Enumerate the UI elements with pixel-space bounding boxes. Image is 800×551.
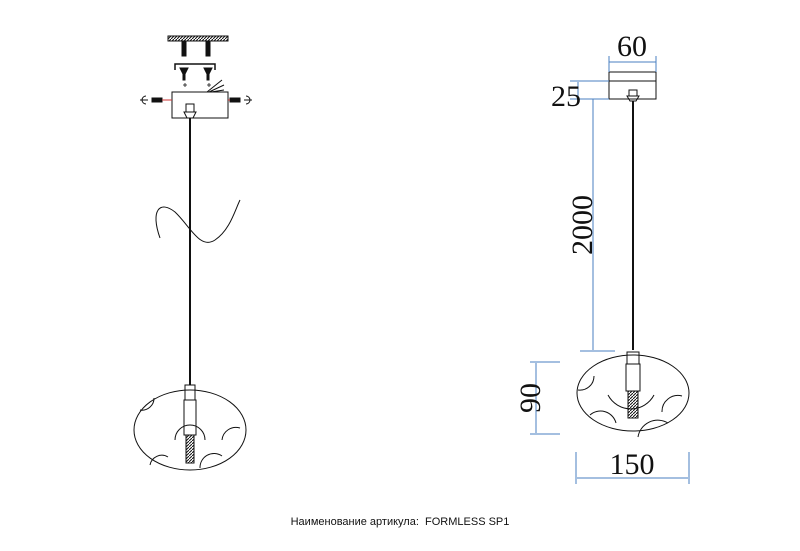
mounting-bracket	[174, 63, 216, 70]
glass-shade	[133, 389, 247, 471]
dim-canopy-width: 60	[617, 30, 647, 63]
bracket-screws	[179, 67, 213, 81]
dim-shade-height: 90	[514, 383, 547, 413]
wires-icon	[206, 79, 225, 93]
dim-cable-length: 2000	[566, 195, 599, 255]
glass-shade	[576, 354, 690, 432]
canopy-box	[171, 91, 229, 119]
ceiling-screws	[181, 41, 211, 57]
article-caption: Наименование артикула: FORMLESS SP1	[0, 516, 800, 528]
assembly-view	[133, 35, 252, 471]
lamp-holder	[184, 384, 196, 401]
dimension-view	[576, 71, 690, 438]
caption-article: FORMLESS SP1	[425, 516, 510, 528]
dim-canopy-height: 25	[551, 80, 581, 113]
canopy	[608, 71, 657, 100]
dim-shade-width: 150	[610, 448, 655, 481]
side-screws	[140, 95, 252, 105]
ceiling	[167, 35, 229, 42]
cable-slack	[155, 199, 241, 243]
caption-label: Наименование артикула:	[290, 516, 419, 528]
dimension-lines	[530, 56, 690, 484]
